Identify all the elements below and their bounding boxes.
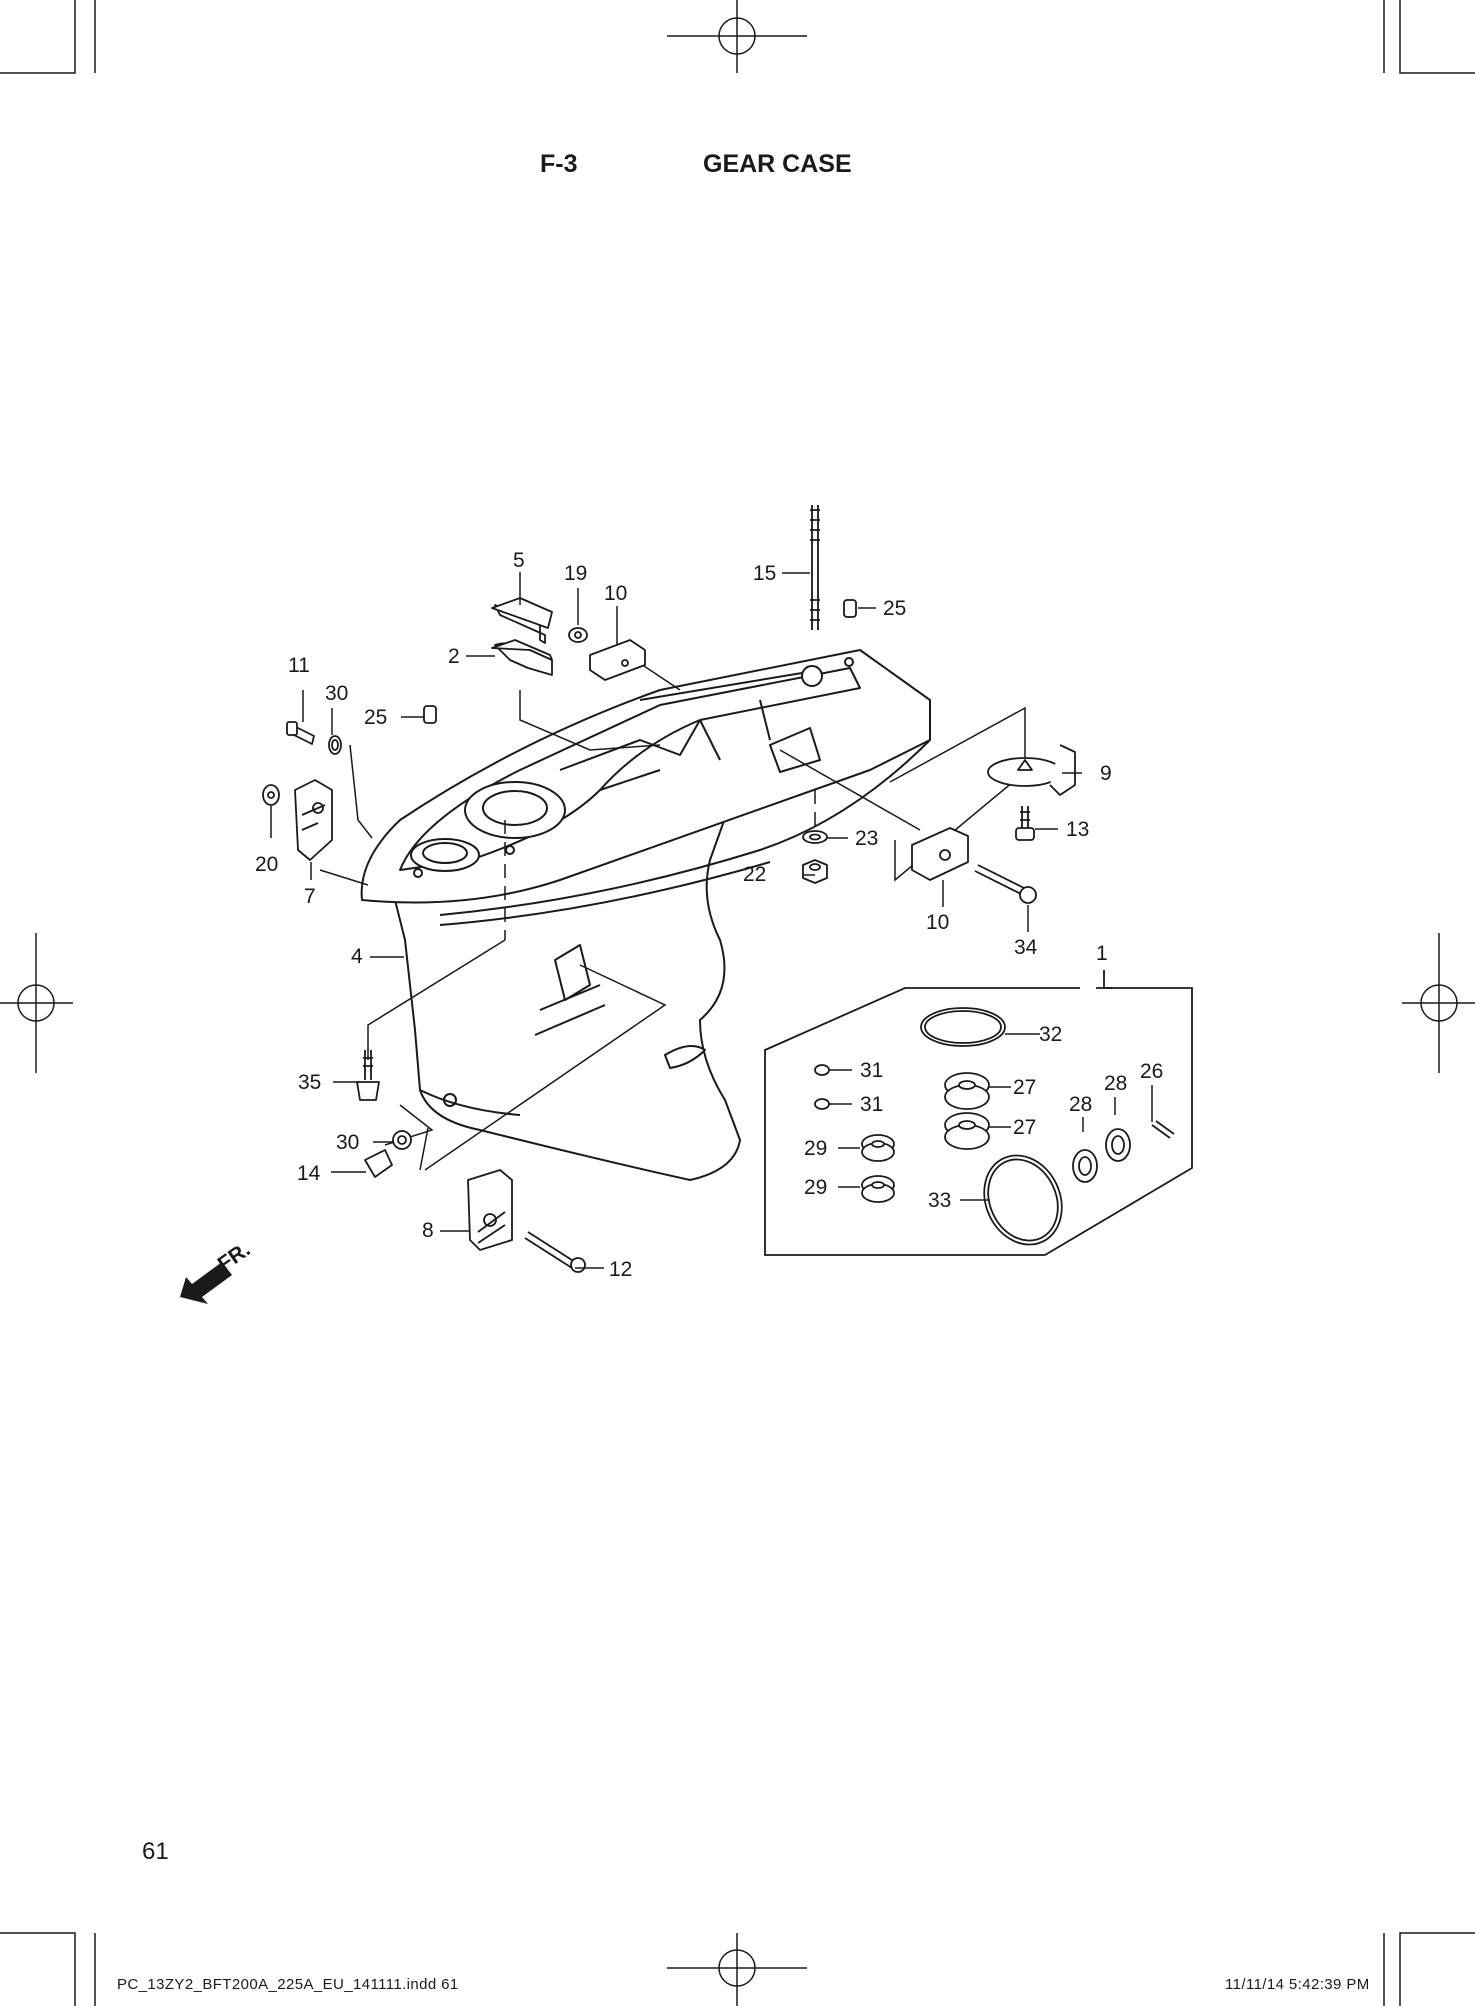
front-direction-arrow: FR. bbox=[180, 1238, 255, 1304]
repair-kit-parts bbox=[814, 1007, 1175, 1246]
section-code: F-3 bbox=[540, 150, 578, 178]
print-timestamp: 11/11/14 5:42:39 PM bbox=[1225, 1976, 1370, 1993]
callout-labels: 1 2 4 5 7 8 9 10 10 11 12 13 14 15 19 20… bbox=[255, 549, 1163, 1281]
callout-25-left: 25 bbox=[364, 706, 387, 729]
gear-case-housing bbox=[360, 649, 931, 1181]
callout-31-upper: 31 bbox=[860, 1059, 883, 1082]
section-title: GEAR CASE bbox=[703, 150, 852, 178]
callout-33: 33 bbox=[928, 1189, 951, 1212]
callout-26: 26 bbox=[1140, 1060, 1163, 1083]
callout-13: 13 bbox=[1066, 818, 1089, 841]
callout-10-lower: 10 bbox=[926, 911, 949, 934]
registration-mark-bottom bbox=[667, 1933, 807, 2006]
callout-1: 1 bbox=[1096, 942, 1108, 965]
callout-28-right: 28 bbox=[1104, 1072, 1127, 1095]
callout-29-lower: 29 bbox=[804, 1176, 827, 1199]
callout-31-lower: 31 bbox=[860, 1093, 883, 1116]
registration-mark-right bbox=[1402, 933, 1475, 1073]
callout-5: 5 bbox=[513, 549, 525, 572]
callout-20: 20 bbox=[255, 853, 278, 876]
callout-30-top: 30 bbox=[325, 682, 348, 705]
callout-25-right: 25 bbox=[883, 597, 906, 620]
callout-28-left: 28 bbox=[1069, 1093, 1092, 1116]
registration-mark-top bbox=[667, 0, 807, 73]
callout-35: 35 bbox=[298, 1071, 321, 1094]
repair-kit-box bbox=[764, 970, 1193, 1256]
callout-leaders bbox=[270, 572, 1153, 1269]
callout-4: 4 bbox=[351, 945, 363, 968]
callout-19: 19 bbox=[564, 562, 587, 585]
callout-34: 34 bbox=[1014, 936, 1038, 959]
callout-11: 11 bbox=[288, 654, 310, 677]
callout-27-lower: 27 bbox=[1013, 1116, 1036, 1139]
callout-7: 7 bbox=[304, 885, 316, 908]
callout-22: 22 bbox=[743, 863, 766, 886]
file-slug: PC_13ZY2_BFT200A_225A_EU_141111.indd 61 bbox=[117, 1976, 459, 1993]
callout-14: 14 bbox=[297, 1162, 321, 1185]
callout-30-lower: 30 bbox=[336, 1131, 359, 1154]
callout-8: 8 bbox=[422, 1219, 434, 1242]
callout-9: 9 bbox=[1100, 762, 1112, 785]
callout-23: 23 bbox=[855, 827, 878, 850]
callout-15: 15 bbox=[753, 562, 776, 585]
callout-12: 12 bbox=[609, 1258, 632, 1281]
registration-mark-left bbox=[0, 933, 73, 1073]
callout-32: 32 bbox=[1039, 1023, 1062, 1046]
callout-10-top: 10 bbox=[604, 582, 627, 605]
callout-29-upper: 29 bbox=[804, 1137, 827, 1160]
callout-2: 2 bbox=[448, 645, 460, 668]
page-number: 61 bbox=[142, 1838, 169, 1865]
callout-27-upper: 27 bbox=[1013, 1076, 1036, 1099]
